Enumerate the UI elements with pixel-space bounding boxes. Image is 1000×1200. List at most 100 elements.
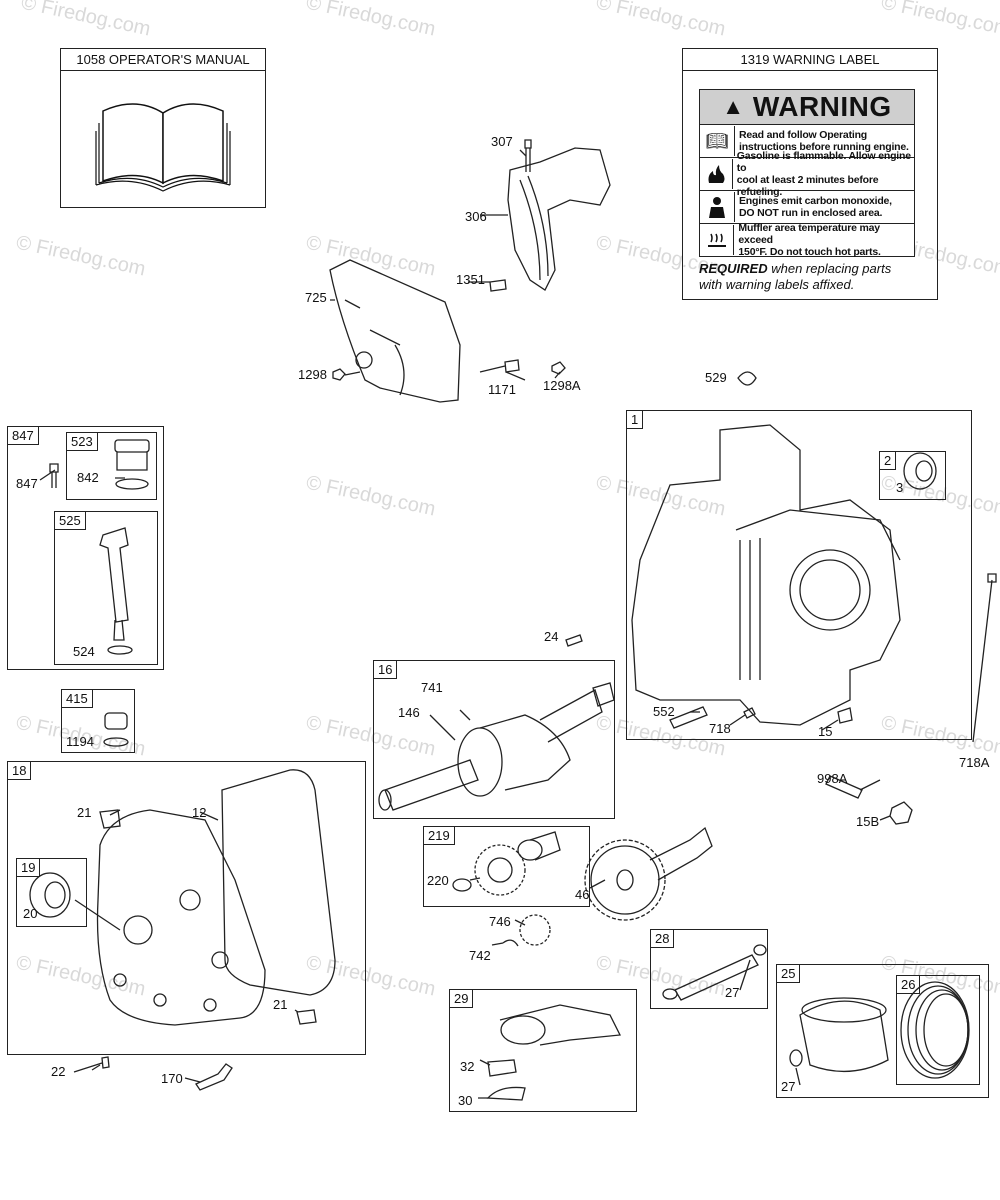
book-icon: 📖︎ bbox=[700, 126, 735, 156]
part-label[interactable]: 1171 bbox=[488, 382, 516, 397]
part-label[interactable]: 1194 bbox=[66, 734, 94, 749]
box-number: 28 bbox=[651, 930, 675, 948]
piston-rings-26 bbox=[900, 981, 970, 1079]
open-book-icon bbox=[95, 103, 231, 192]
gear-746 bbox=[519, 914, 551, 946]
warning-row-text: Muffler area temperature may exceed bbox=[738, 222, 880, 246]
warning-row-text: Read and follow Operating bbox=[739, 129, 868, 141]
warning-row: Engines emit carbon monoxide,DO NOT run … bbox=[700, 191, 914, 224]
dipstick-tube-524 bbox=[99, 527, 129, 623]
part-box-415[interactable]: 415 bbox=[61, 689, 135, 753]
part-box-29[interactable]: 29 bbox=[449, 989, 637, 1112]
part-label[interactable]: 12 bbox=[192, 805, 207, 820]
part-label[interactable]: 24 bbox=[544, 629, 559, 644]
seal-20 bbox=[29, 872, 71, 918]
operators-manual-box[interactable]: 1058 OPERATOR'S MANUAL bbox=[60, 48, 266, 208]
clamp-529 bbox=[737, 371, 757, 386]
part-label[interactable]: 847 bbox=[16, 476, 38, 491]
part-label[interactable]: 15B bbox=[856, 814, 880, 829]
part-label[interactable]: 718 bbox=[709, 721, 731, 736]
part-box-25[interactable]: 25 bbox=[776, 964, 989, 1098]
fire-icon bbox=[700, 159, 733, 189]
stud-15 bbox=[837, 707, 853, 724]
bolt-22 bbox=[73, 1056, 110, 1073]
person-gas-icon bbox=[700, 192, 735, 222]
part-label[interactable]: 170 bbox=[161, 1071, 183, 1086]
plug-21 bbox=[296, 1009, 317, 1025]
part-label[interactable]: 725 bbox=[305, 290, 327, 305]
part-label[interactable]: 15 bbox=[818, 724, 833, 739]
warning-heading-text: WARNING bbox=[752, 91, 892, 122]
part-label[interactable]: 21 bbox=[273, 997, 288, 1012]
part-label[interactable]: 20 bbox=[23, 906, 38, 921]
part-label[interactable]: 30 bbox=[458, 1093, 473, 1108]
box-number: 26 bbox=[897, 976, 921, 994]
part-label[interactable]: 741 bbox=[421, 680, 443, 695]
part-label[interactable]: 1298 bbox=[298, 367, 327, 382]
part-label[interactable]: 220 bbox=[427, 873, 449, 888]
cam-gear-46 bbox=[584, 826, 713, 921]
part-label[interactable]: 524 bbox=[73, 644, 95, 659]
warning-row-text: instructions before running engine. bbox=[739, 141, 909, 153]
plug-1194 bbox=[104, 712, 128, 730]
box-number: 1 bbox=[627, 411, 644, 429]
clip-742 bbox=[502, 939, 519, 947]
part-box-2[interactable]: 2 bbox=[879, 451, 946, 500]
part-label[interactable]: 552 bbox=[653, 704, 675, 719]
warning-row-text: cool at least 2 minutes before refueling… bbox=[736, 174, 879, 198]
part-label[interactable]: 842 bbox=[77, 470, 99, 485]
engine-block-1 bbox=[631, 424, 901, 726]
part-box-525[interactable]: 525 bbox=[54, 511, 158, 665]
part-label[interactable]: 746 bbox=[489, 914, 511, 929]
part-label[interactable]: 46 bbox=[575, 887, 590, 902]
box-number: 29 bbox=[450, 990, 474, 1008]
plug-21 bbox=[99, 809, 121, 829]
box-number: 525 bbox=[55, 512, 86, 530]
part-label[interactable]: 27 bbox=[781, 1079, 796, 1094]
warning-row-text: DO NOT run in enclosed area. bbox=[739, 207, 883, 219]
box-number: 16 bbox=[374, 661, 398, 679]
warning-row-text: Gasoline is flammable. Allow engine to bbox=[736, 150, 911, 174]
dowel-718 bbox=[743, 707, 756, 719]
part-box-219[interactable]: 219 bbox=[423, 826, 590, 907]
part-box-1[interactable]: 1 bbox=[626, 410, 972, 740]
part-box-18[interactable]: 18 bbox=[7, 761, 366, 1055]
nut-1298 bbox=[332, 368, 346, 381]
part-label[interactable]: 1351 bbox=[456, 272, 485, 287]
part-label[interactable]: 32 bbox=[460, 1059, 475, 1074]
part-box-523[interactable]: 523 bbox=[66, 432, 157, 500]
stud-1171 bbox=[479, 359, 520, 373]
part-box-19[interactable]: 19 bbox=[16, 858, 87, 927]
warning-heading: ▲ WARNING bbox=[700, 90, 914, 125]
key-24 bbox=[565, 634, 583, 647]
part-box-847[interactable]: 847 bbox=[7, 426, 164, 670]
part-label[interactable]: 3 bbox=[896, 480, 904, 495]
part-label[interactable]: 529 bbox=[705, 370, 727, 385]
part-label[interactable]: 718A bbox=[959, 755, 990, 770]
part-label[interactable]: 22 bbox=[51, 1064, 66, 1079]
dowel-552 bbox=[669, 706, 708, 729]
part-label[interactable]: 1298A bbox=[543, 378, 581, 393]
part-box-28[interactable]: 28 bbox=[650, 929, 768, 1009]
part-box-26[interactable]: 26 bbox=[896, 975, 980, 1085]
part-label[interactable]: 742 bbox=[469, 948, 491, 963]
part-label[interactable]: 146 bbox=[398, 705, 420, 720]
part-box-16[interactable]: 16 bbox=[373, 660, 615, 819]
part-label[interactable]: 306 bbox=[465, 209, 487, 224]
seal-3 bbox=[903, 452, 937, 490]
part-label[interactable]: 27 bbox=[725, 985, 740, 1000]
part-label[interactable]: 21 bbox=[77, 805, 92, 820]
wire-718A bbox=[972, 573, 997, 743]
stud-998A bbox=[825, 775, 863, 799]
warning-triangle-icon: ▲ bbox=[722, 94, 745, 119]
warning-label-box[interactable]: 1319 WARNING LABEL ▲ WARNING 📖︎ Read and… bbox=[682, 48, 938, 300]
part-label[interactable]: 307 bbox=[491, 134, 513, 149]
warning-row-text: 150°F. Do not touch hot parts. bbox=[738, 246, 881, 258]
part-label[interactable]: 998A bbox=[817, 771, 848, 786]
screw-307 bbox=[524, 139, 532, 172]
